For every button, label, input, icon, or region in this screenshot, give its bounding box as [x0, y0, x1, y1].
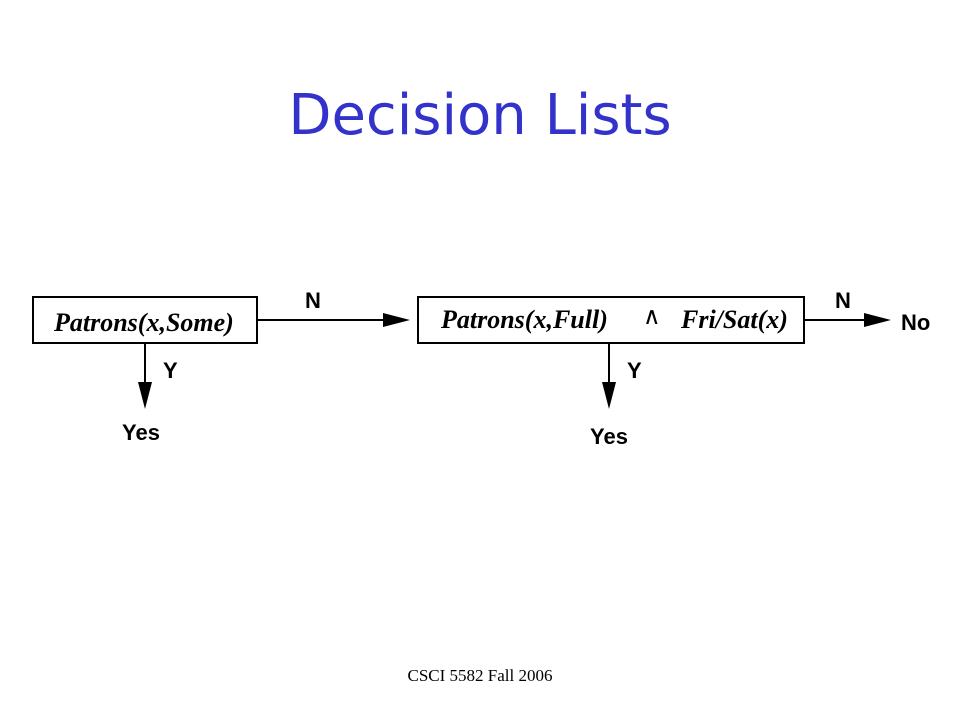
node2-test-right: Fri/Sat(x): [681, 305, 788, 334]
node2-yes-outcome: Yes: [590, 424, 628, 449]
node1-yes-label: Y: [163, 358, 178, 383]
arrowhead-node1-no: [383, 313, 410, 327]
slide-title: Decision Lists: [288, 83, 672, 148]
arrowhead-node2-yes: [602, 382, 616, 409]
node2-and-operator: ∧: [643, 302, 661, 330]
node1-test: Patrons(x,Some): [54, 308, 234, 337]
node2-test-left: Patrons(x,Full): [441, 305, 608, 334]
arrowhead-node2-no: [864, 313, 891, 327]
final-no-outcome: No: [901, 310, 931, 335]
node2-no-label: N: [835, 288, 851, 313]
slide-footer: CSCI 5582 Fall 2006: [407, 666, 553, 685]
arrowhead-node1-yes: [138, 382, 152, 409]
node1-yes-outcome: Yes: [122, 420, 160, 445]
decision-node-1: Patrons(x,Some): [32, 296, 258, 344]
node1-no-label: N: [305, 288, 321, 313]
node2-yes-label: Y: [627, 358, 642, 383]
decision-node-2: Patrons(x,Full) ∧ Fri/Sat(x): [417, 296, 805, 344]
